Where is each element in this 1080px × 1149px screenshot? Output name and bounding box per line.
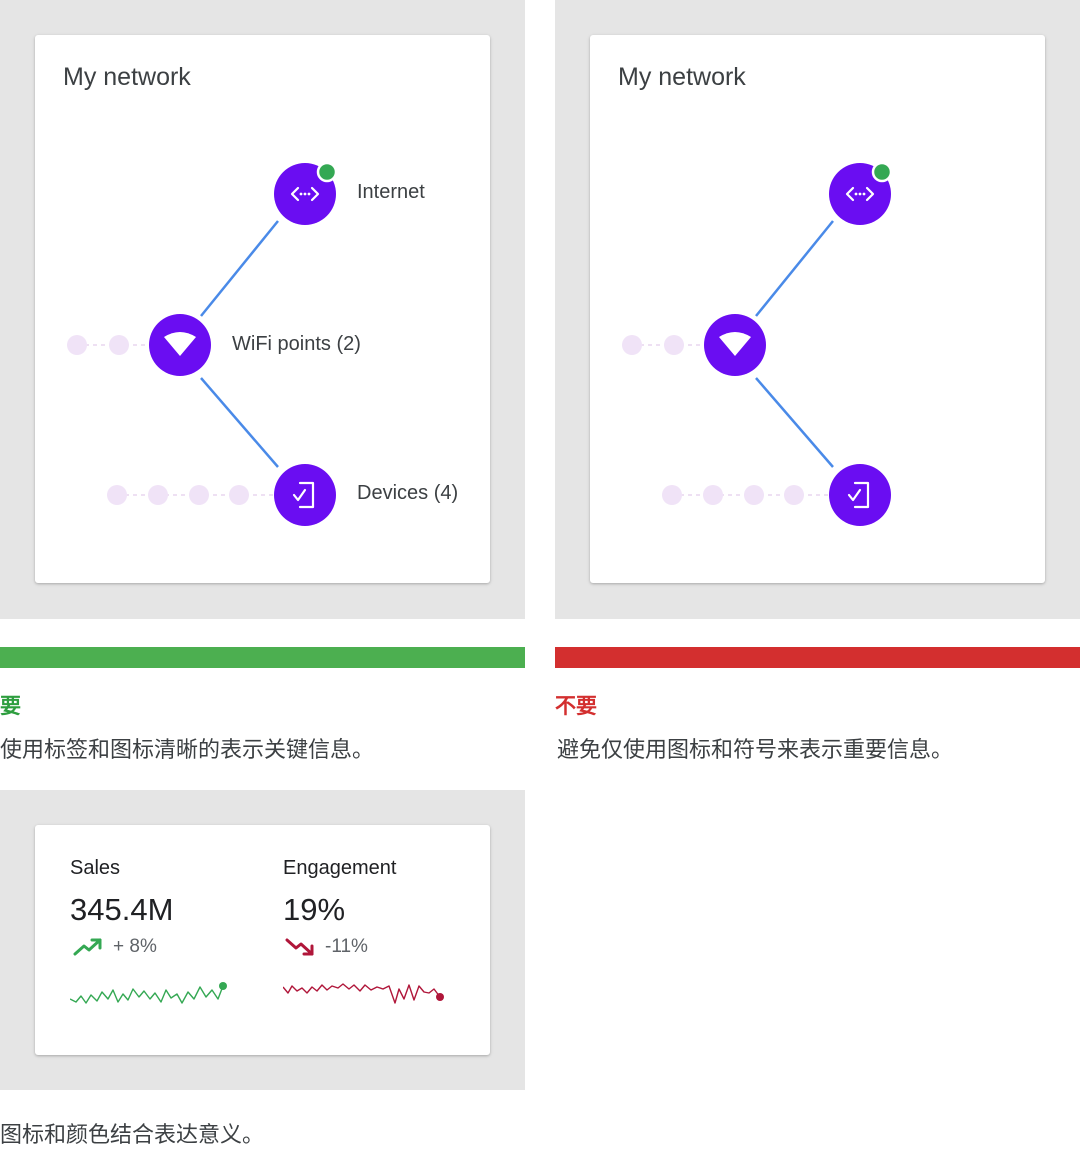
network-diagram [67,161,338,526]
online-status-dot [871,161,893,183]
metric-label: Engagement [283,857,397,879]
do-bar [0,647,525,668]
metric-sales: Sales 345.4M [70,857,173,928]
metrics-card: Sales 345.4M + 8% Engagement 19% -11% [35,825,490,1055]
internet-node[interactable] [274,161,338,225]
wifi-node[interactable] [149,314,211,376]
wifi-label: WiFi points (2) [232,333,361,355]
do-description: 使用标签和图标清晰的表示关键信息。 [0,737,375,762]
code-icon [290,186,320,202]
wifi-icon [164,332,196,356]
metric-engagement: Engagement 19% [283,857,396,928]
link-internet [755,220,834,317]
online-status-dot [316,161,338,183]
sparkline-end-dot [219,982,227,990]
devices-label: Devices (4) [357,482,459,504]
devices-node[interactable] [274,464,336,526]
wifi-points-trail [622,335,704,355]
wifi-points-trail [67,335,149,355]
devices-node[interactable] [829,464,891,526]
network-diagram [622,161,893,526]
wifi-icon [719,332,751,356]
network-card: My network [35,35,490,583]
devices-trail [662,485,830,505]
metric-value: 19% [283,892,346,927]
do-verdict: 要 [0,695,21,718]
internet-node[interactable] [829,161,893,225]
devices-trail [107,485,275,505]
dont-bar [555,647,1080,668]
dont-description: 避免仅使用图标和符号来表示重要信息。 [557,737,954,762]
device-check-icon [292,481,315,509]
do-example-panel: My network [0,0,525,619]
internet-label: Internet [357,181,425,203]
device-check-icon [847,481,870,509]
metric-delta: + 8% [73,936,157,958]
dont-verdict: 不要 [555,695,597,718]
link-devices [755,377,834,468]
code-icon [845,186,875,202]
trending-up-icon [73,938,102,956]
trending-down-icon [285,938,314,956]
metric-delta: -11% [285,936,368,958]
network-card: My network [590,35,1045,583]
card-title: My network [618,63,746,91]
metric-value: 345.4M [70,892,174,927]
link-internet [200,220,279,317]
wifi-node[interactable] [704,314,766,376]
metric-label: Sales [70,857,121,879]
link-devices [200,377,279,468]
sparkline-end-dot [436,993,444,1001]
metrics-example-panel: Sales 345.4M + 8% Engagement 19% -11% [0,790,525,1090]
dont-example-panel: My network [555,0,1080,619]
card-title: My network [63,63,191,91]
metrics-description: 图标和颜色结合表达意义。 [0,1122,265,1147]
sales-sparkline [70,982,227,1004]
engagement-sparkline [283,983,444,1004]
